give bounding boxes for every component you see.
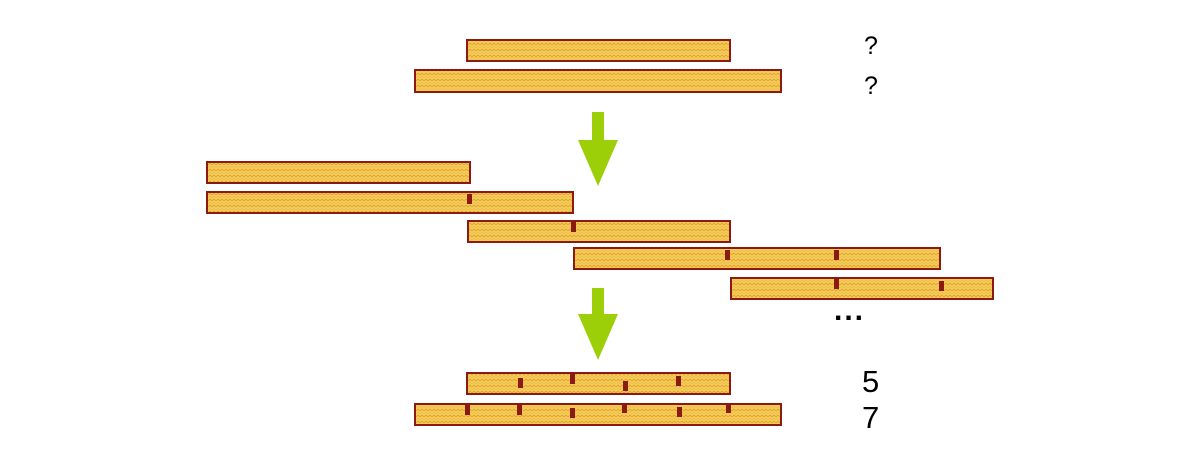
top-bar-2 (414, 69, 782, 93)
marker (571, 222, 576, 232)
marker (726, 403, 731, 413)
stair-bar-4 (573, 247, 941, 270)
stair-bar-2 (206, 191, 574, 214)
bottom-bar-2 (414, 403, 782, 426)
marker (677, 407, 682, 417)
stair-bar-5 (730, 277, 994, 300)
top-bar-1 (466, 39, 731, 62)
result-label-2: 7 (862, 400, 880, 435)
continuation-ellipsis: ... (834, 294, 866, 327)
bottom-bars (414, 372, 782, 426)
marker (517, 405, 522, 415)
staircase-bars (206, 161, 994, 300)
marker (623, 381, 628, 391)
marker (467, 194, 472, 204)
marker (465, 405, 470, 415)
top-bars (414, 39, 782, 93)
marker (939, 281, 944, 291)
unknown-label-1: ? (864, 32, 878, 60)
marker (834, 279, 839, 289)
marker (570, 408, 575, 418)
marker (570, 374, 575, 384)
marker (622, 403, 627, 413)
down-arrow-icon (578, 288, 618, 360)
marker (725, 250, 730, 260)
marker (834, 250, 839, 260)
marker (676, 376, 681, 386)
down-arrow-icon (578, 112, 618, 186)
result-label-1: 5 (862, 364, 880, 399)
stair-bar-1 (206, 161, 471, 184)
marker (518, 378, 523, 388)
unknown-label-2: ? (864, 72, 878, 100)
stair-bar-3 (467, 220, 731, 243)
bottom-bar-1 (466, 372, 731, 395)
